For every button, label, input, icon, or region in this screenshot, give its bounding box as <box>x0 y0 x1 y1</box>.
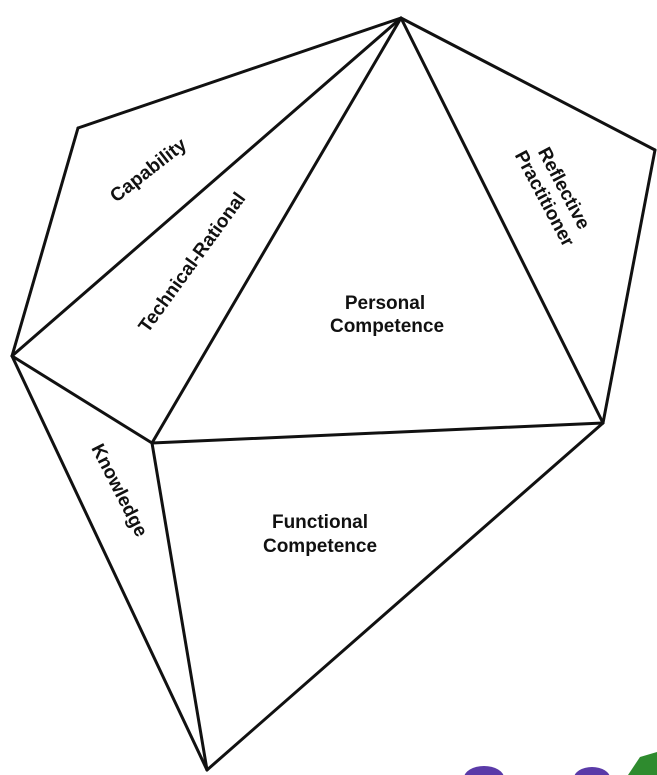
edge-right-to-bottom <box>205 421 605 772</box>
corner-decoration <box>464 752 657 775</box>
label-capability: Capability <box>106 134 191 207</box>
label-knowledge: Knowledge <box>87 441 152 541</box>
edge-capability-top <box>76 16 403 130</box>
edge-left-to-apex <box>10 16 403 358</box>
edge-apex-to-reflective-top <box>399 16 657 152</box>
label-functional-line1: Functional <box>272 512 368 533</box>
label-functional-competence: Functional Competence <box>263 512 377 557</box>
edge-center-to-apex <box>150 16 403 445</box>
label-technical-rational: Technical-Rational <box>135 189 250 337</box>
edge-left-to-bottom <box>10 354 209 772</box>
purple-blob-left <box>464 766 504 775</box>
edge-left-to-center <box>10 354 154 445</box>
edge-center-to-right <box>150 421 605 445</box>
label-reflective-practitioner: Reflective Practitioner <box>510 144 594 251</box>
diagram-edges <box>10 16 657 772</box>
purple-blob-right <box>574 767 610 775</box>
green-leaf-shape <box>628 752 657 775</box>
edge-capability-left <box>10 126 80 358</box>
label-personal-line1: Personal <box>345 293 425 314</box>
edge-apex-to-right <box>399 16 605 425</box>
label-personal-competence: Personal Competence <box>330 293 444 337</box>
label-personal-line2: Competence <box>330 316 444 337</box>
edge-center-to-bottom <box>150 441 209 772</box>
edge-reflective-right <box>601 148 657 425</box>
label-functional-line2: Competence <box>263 536 377 557</box>
